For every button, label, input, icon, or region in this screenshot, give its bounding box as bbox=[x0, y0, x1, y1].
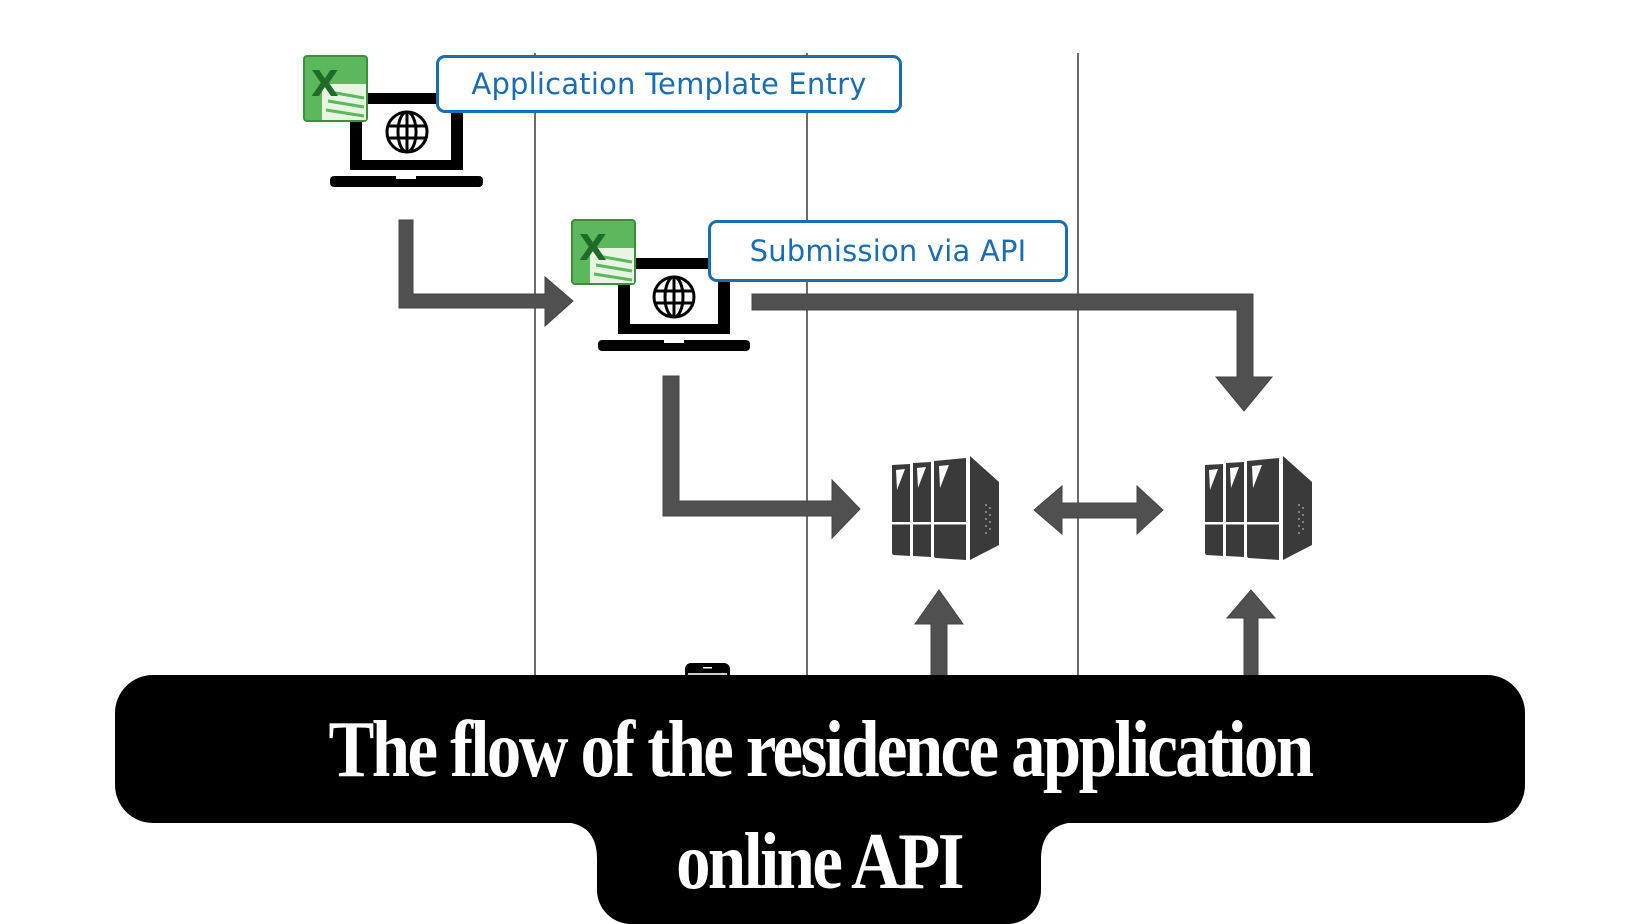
server-icon bbox=[892, 456, 999, 560]
globe-icon bbox=[652, 275, 696, 319]
banner-fillets bbox=[560, 822, 1080, 859]
arrow-entry-to-api bbox=[398, 219, 574, 328]
svg-text:X: X bbox=[579, 228, 607, 269]
server-icon bbox=[1205, 456, 1312, 560]
page-title-line-2: online API bbox=[676, 818, 964, 906]
excel-icon: X bbox=[303, 55, 368, 122]
excel-icon: X bbox=[571, 219, 636, 285]
title-banner-line2-bg bbox=[597, 800, 1041, 924]
arrow-api-to-server-1 bbox=[662, 375, 861, 540]
arrow-up-to-server-1 bbox=[914, 589, 964, 681]
laptop-globe-icon bbox=[598, 258, 750, 351]
arrow-up-to-server-2 bbox=[1225, 589, 1277, 681]
globe-icon bbox=[385, 110, 429, 154]
label-application-template-entry: Application Template Entry bbox=[436, 55, 902, 113]
label-submission-via-api: Submission via API bbox=[708, 220, 1068, 282]
arrow-server-sync bbox=[1033, 484, 1164, 536]
title-banner-line1-bg bbox=[115, 675, 1525, 823]
page-title-line-1: The flow of the residence application bbox=[328, 706, 1314, 794]
svg-text:X: X bbox=[311, 64, 339, 105]
arrow-api-to-server-2 bbox=[751, 293, 1274, 412]
